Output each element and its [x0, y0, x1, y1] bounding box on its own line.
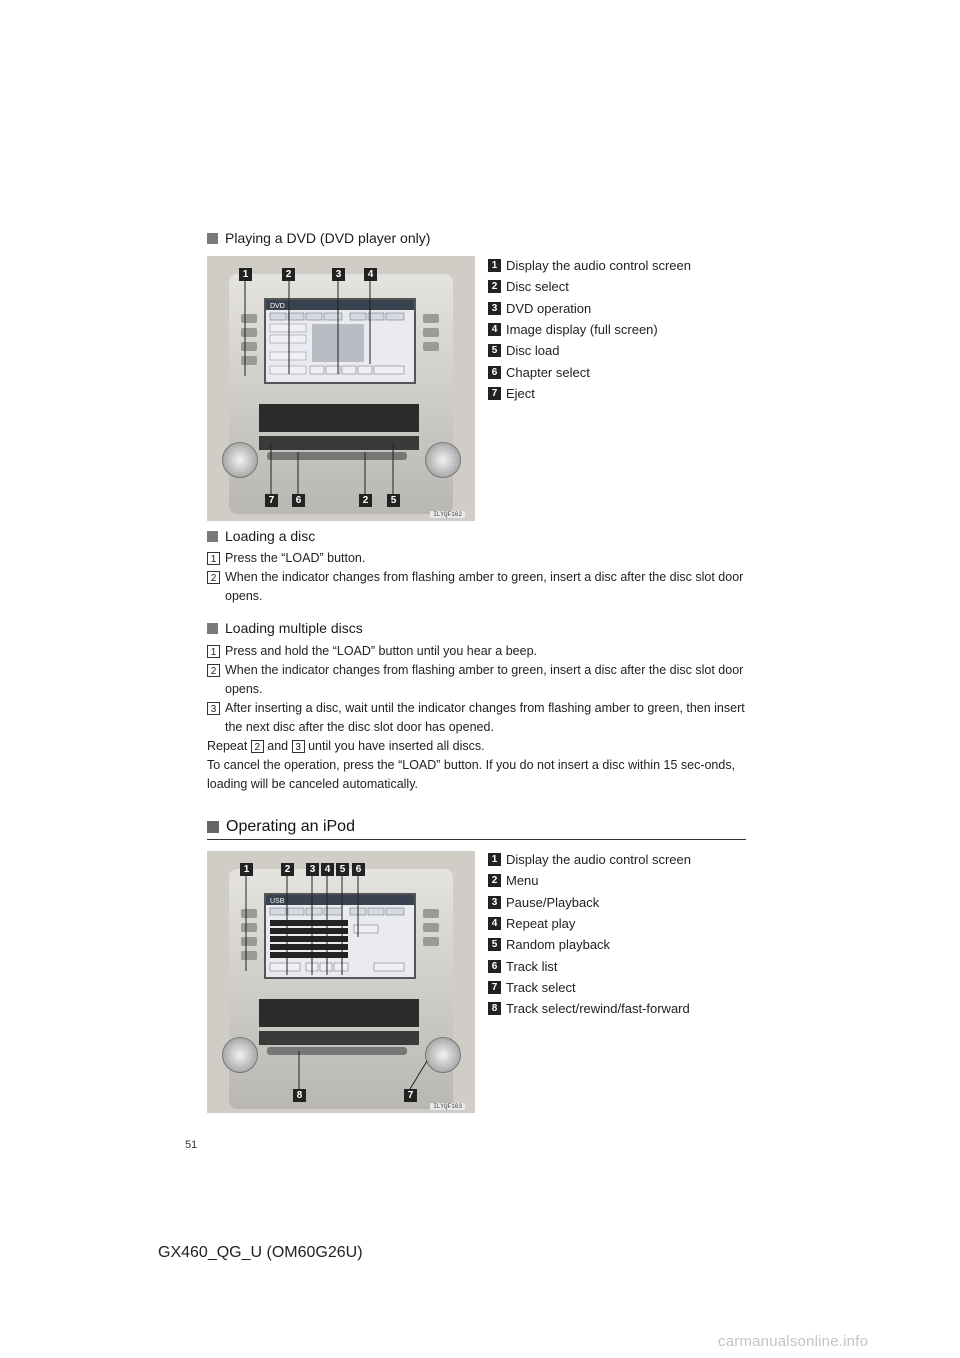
ipod-control-illustration: USB 1 2 3 — [207, 851, 475, 1113]
callout-badge: 2 — [282, 268, 295, 281]
square-bullet-icon — [207, 821, 219, 833]
right-knob-icon — [425, 1037, 461, 1073]
section-heading-multi: Loading multiple discs — [207, 620, 363, 636]
watermark-text: carmanualsonline.info — [718, 1333, 869, 1350]
audio-screen: USB — [264, 893, 416, 979]
image-code: ILYQF163 — [430, 1103, 465, 1110]
left-knob-icon — [222, 442, 258, 478]
callout-badge: 3 — [306, 863, 319, 876]
callout-badge: 6 — [352, 863, 365, 876]
callout-badge: 1 — [239, 268, 252, 281]
square-bullet-icon — [207, 232, 218, 244]
callout-badge: 6 — [292, 494, 305, 507]
svg-text:DVD: DVD — [270, 303, 285, 310]
svg-text:USB: USB — [270, 898, 285, 905]
document-id: GX460_QG_U (OM60G26U) — [158, 1244, 363, 1261]
left-knob-icon — [222, 1037, 258, 1073]
callout-badge: 7 — [265, 494, 278, 507]
callout-badge: 5 — [336, 863, 349, 876]
callout-badge: 8 — [293, 1089, 306, 1102]
heading-text: Playing a DVD (DVD player only) — [225, 230, 431, 246]
callout-badge: 3 — [332, 268, 345, 281]
section-heading-dvd: Playing a DVD (DVD player only) — [207, 230, 430, 246]
repeat-line: Repeat 2 and 3 until you have inserted a… — [207, 739, 485, 753]
heading-text: Loading a disc — [225, 528, 316, 544]
square-bullet-icon — [207, 530, 218, 542]
right-knob-icon — [425, 442, 461, 478]
heading-text: Loading multiple discs — [225, 620, 363, 636]
callout-badge: 5 — [387, 494, 400, 507]
callout-badge: 4 — [321, 863, 334, 876]
image-code: ILYQF162 — [430, 511, 465, 518]
callout-badge: 2 — [359, 494, 372, 507]
callout-badge: 1 — [240, 863, 253, 876]
callout-badge: 7 — [404, 1089, 417, 1102]
cancel-note: To cancel the operation, press the “LOAD… — [207, 758, 736, 791]
section-heading-ipod: Operating an iPod — [207, 815, 746, 840]
callout-badge: 2 — [281, 863, 294, 876]
square-bullet-icon — [207, 622, 218, 634]
section-heading-load: Loading a disc — [207, 528, 315, 544]
page-number: 51 — [185, 1139, 198, 1151]
dvd-control-illustration: DVD 1 2 3 4 — [207, 256, 475, 521]
callout-badge: 4 — [364, 268, 377, 281]
heading-text: Operating an iPod — [226, 818, 355, 835]
